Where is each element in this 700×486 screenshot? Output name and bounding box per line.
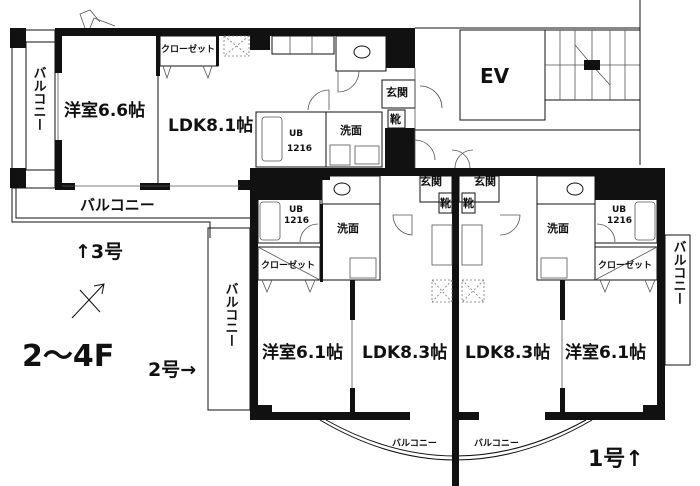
unit3-bottom-balcony-label: バルコニー bbox=[80, 196, 155, 214]
unit3-unit-bath bbox=[255, 111, 327, 168]
unit1-closet bbox=[594, 246, 658, 281]
unit3-bath-label-2: 1216 bbox=[287, 144, 312, 154]
unit2-ldk-label: LDK8.3帖 bbox=[362, 342, 447, 363]
unit2-western-room-label: 洋室6.1帖 bbox=[262, 342, 343, 363]
unit2-side-balcony bbox=[207, 227, 251, 411]
unit3-side-balcony-label: バルコニー bbox=[31, 66, 47, 131]
unit2-washroom bbox=[321, 203, 381, 281]
unit3-ldk-label: LDK8.1帖 bbox=[168, 115, 253, 136]
unit1-ldk-label: LDK8.3帖 bbox=[465, 342, 550, 363]
unit2-washroom-label: 洗面 bbox=[337, 221, 359, 235]
unit2-entrance bbox=[419, 175, 453, 203]
unit3-toilet bbox=[335, 35, 387, 72]
unit2-side-balcony-label: バルコニー bbox=[223, 282, 239, 347]
unit-2 bbox=[207, 168, 459, 486]
unit2-entrance-label: 玄関 bbox=[420, 174, 442, 188]
unit1-bath-label-1: UB bbox=[612, 205, 626, 215]
unit1-western-room-label: 洋室6.1帖 bbox=[565, 342, 646, 363]
unit1-side-balcony-label: バルコニー bbox=[671, 240, 687, 305]
unit2-closet bbox=[257, 246, 321, 281]
unit1-marker: 1号↑ bbox=[588, 447, 644, 472]
unit3-western-room-label: 洋室6.6帖 bbox=[64, 100, 145, 121]
unit3-shoe-cabinet-label: 靴 bbox=[390, 112, 401, 126]
unit1-entrance bbox=[458, 175, 500, 203]
stairs bbox=[544, 29, 641, 101]
floor-label: 2〜4F bbox=[22, 339, 114, 374]
common-area bbox=[415, 0, 641, 169]
north-arrow-icon bbox=[71, 283, 105, 319]
unit2-marker: 2号→ bbox=[148, 359, 196, 381]
unit3-closet-label: クローゼット bbox=[161, 43, 215, 55]
unit3-washroom-label: 洗面 bbox=[340, 123, 362, 137]
unit1-shoe-cabinet-label: 靴 bbox=[463, 196, 474, 210]
unit1-closet-label: クローゼット bbox=[598, 259, 652, 271]
unit1-side-balcony bbox=[664, 234, 691, 366]
unit2-shoe-cabinet-label: 靴 bbox=[440, 196, 451, 210]
unit2-bath-label-1: UB bbox=[289, 205, 303, 215]
unit1-bottom-balcony-label: バルコニー bbox=[474, 438, 519, 449]
unit2-bath-label-2: 1216 bbox=[284, 216, 309, 226]
unit1-washroom bbox=[536, 203, 596, 281]
unit1-washroom-label: 洗面 bbox=[547, 221, 569, 235]
unit3-entrance-label: 玄関 bbox=[386, 85, 408, 99]
unit2-bottom-balcony-label: バルコニー bbox=[392, 438, 437, 449]
elevator-label: EV bbox=[480, 64, 510, 88]
unit3-marker: ↑3号 bbox=[75, 241, 123, 263]
front-balcony bbox=[319, 419, 593, 461]
unit3-bath-label-1: UB bbox=[289, 129, 303, 139]
unit2-closet-label: クローゼット bbox=[261, 259, 315, 271]
unit1-bath-label-2: 1216 bbox=[607, 216, 632, 226]
unit-1 bbox=[458, 168, 691, 420]
unit3-washroom bbox=[325, 111, 383, 168]
unit1-entrance-label: 玄関 bbox=[474, 174, 496, 188]
